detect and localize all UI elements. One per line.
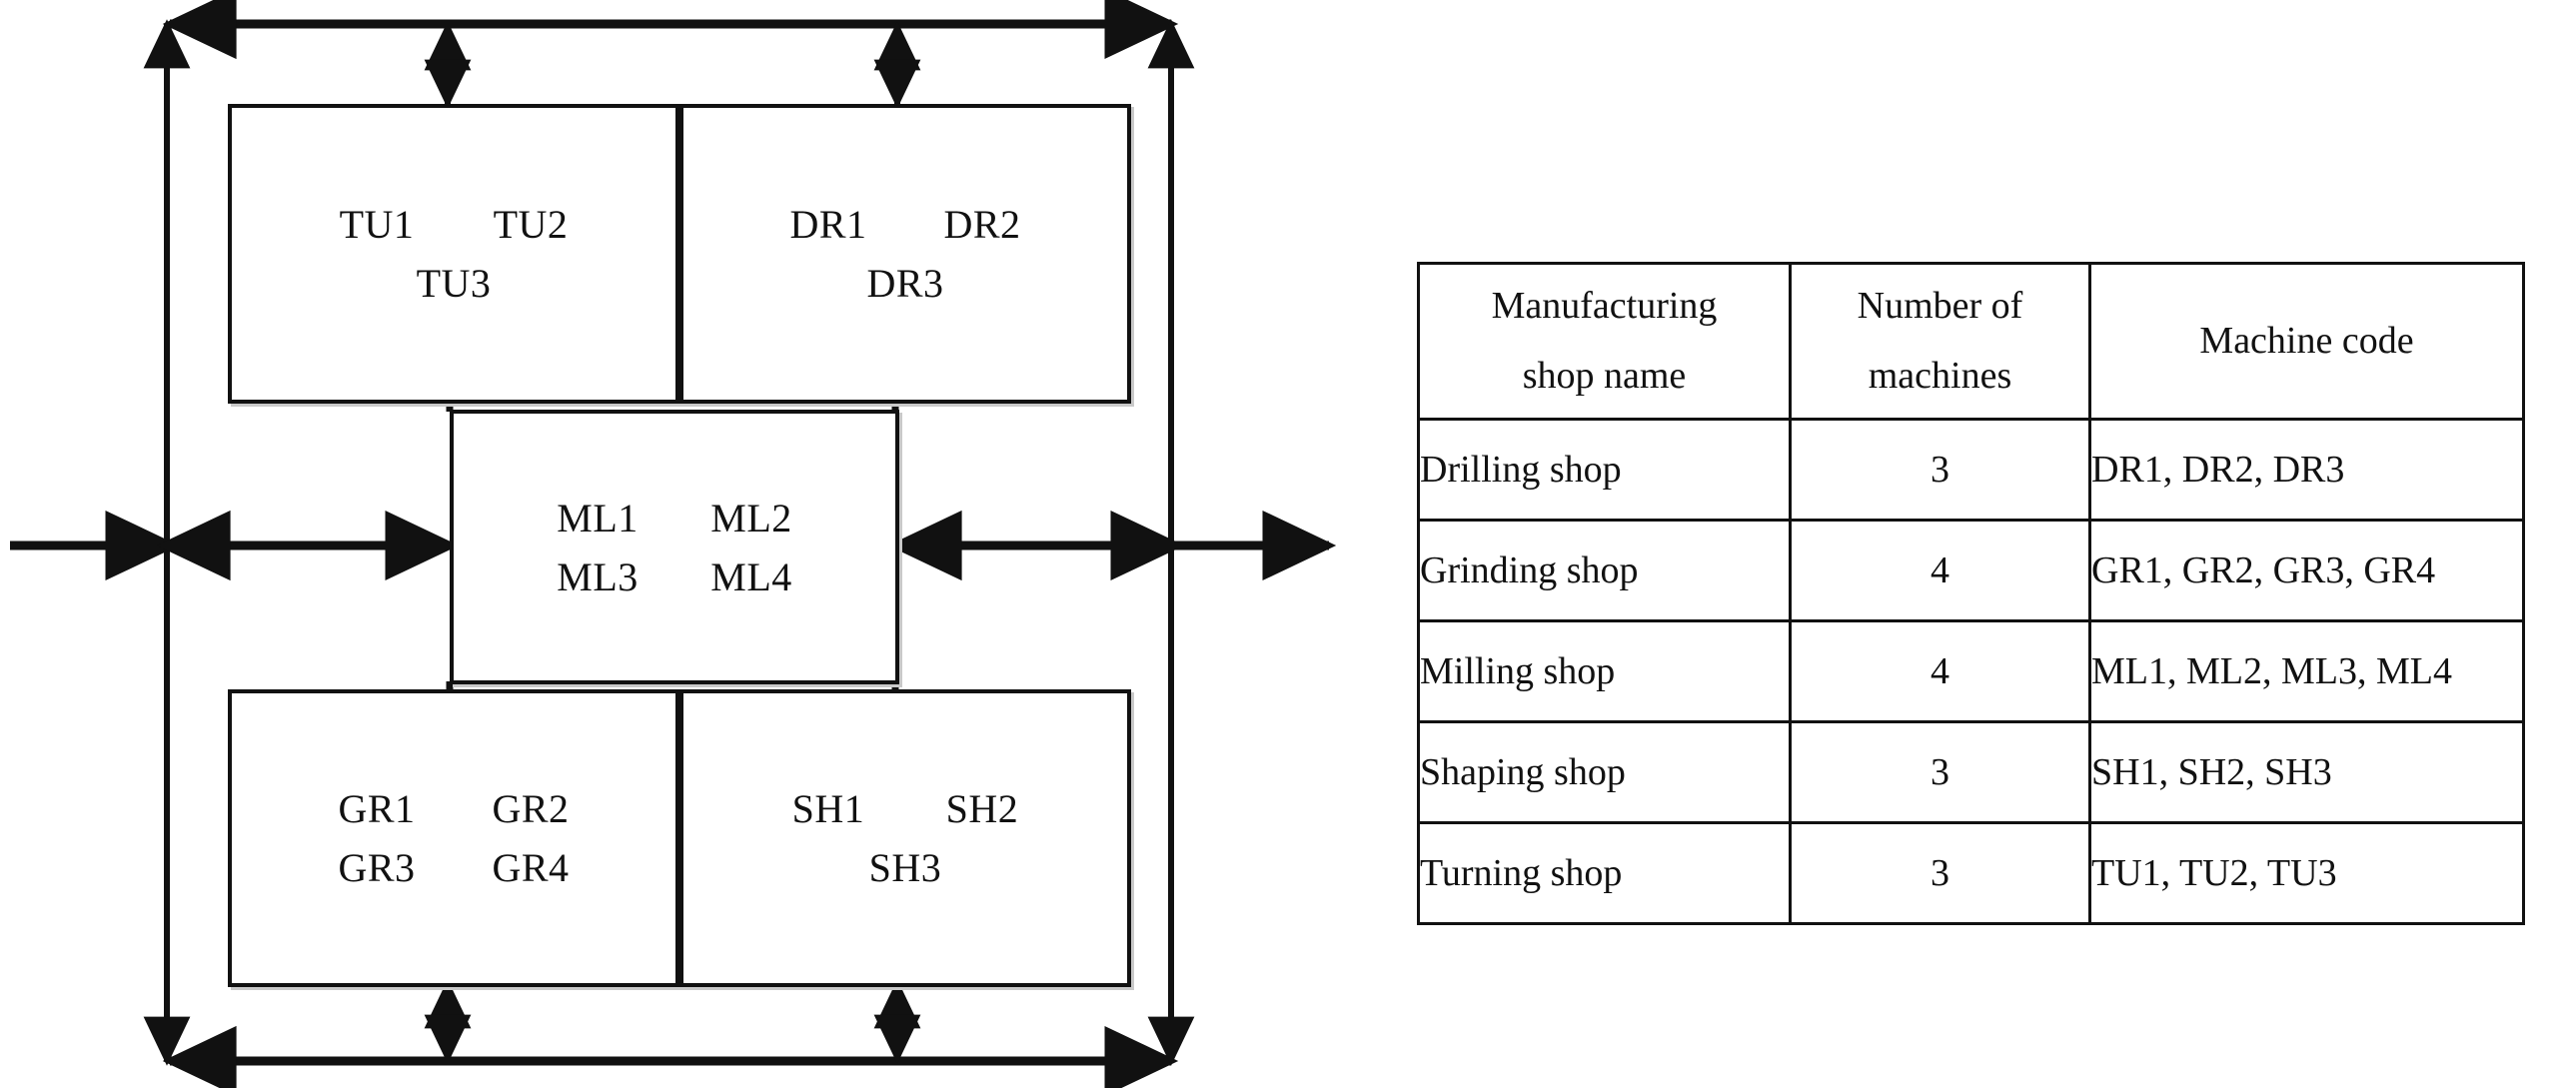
- turning-shop-box[interactable]: TU1 TU2 TU3: [228, 104, 679, 404]
- machine-row: SH1 SH2: [780, 785, 1030, 832]
- machine-label: ML3: [557, 553, 639, 599]
- machine-label: SH3: [868, 845, 942, 890]
- table-row: Drilling shop 3 DR1, DR2, DR3: [1417, 417, 2525, 522]
- machine-row: ML1 ML2: [550, 495, 799, 542]
- machine-row: DR1 DR2: [780, 201, 1030, 248]
- shaping-shop-box[interactable]: SH1 SH2 SH3: [679, 689, 1131, 987]
- machine-label: SH1: [791, 786, 865, 831]
- machine-label: ML1: [557, 495, 639, 541]
- cell-machine-count: 3: [1789, 820, 2091, 925]
- cell-shop-name: Turning shop: [1417, 820, 1792, 925]
- machine-row: GR1 GR2: [329, 785, 579, 832]
- table-row: Turning shop 3 TU1, TU2, TU3: [1417, 820, 2525, 925]
- machine-label: TU1: [339, 202, 415, 247]
- cell-machine-codes: TU1, TU2, TU3: [2088, 820, 2525, 925]
- cell-machine-count: 3: [1789, 719, 2091, 824]
- grinding-machine-grid: GR1 GR2 GR3 GR4: [232, 693, 675, 983]
- machine-row: GR3 GR4: [329, 844, 579, 891]
- column-header-number-of-machines: Number of machines: [1789, 262, 2091, 421]
- column-header-machine-code: Machine code: [2088, 262, 2525, 421]
- machine-summary-table-panel: Manufacturing shop name Number of machin…: [1417, 262, 2525, 925]
- machine-row: SH3: [857, 844, 953, 891]
- cell-shop-name: Shaping shop: [1417, 719, 1792, 824]
- cell-machine-codes: ML1, ML2, ML3, ML4: [2088, 618, 2525, 723]
- table-row: Grinding shop 4 GR1, GR2, GR3, GR4: [1417, 518, 2525, 622]
- cell-machine-count: 3: [1789, 417, 2091, 522]
- machine-label: DR1: [789, 202, 867, 247]
- table-row: Shaping shop 3 SH1, SH2, SH3: [1417, 719, 2525, 824]
- machine-label: DR3: [866, 261, 944, 306]
- cell-machine-codes: SH1, SH2, SH3: [2088, 719, 2525, 824]
- shaping-machine-grid: SH1 SH2 SH3: [683, 693, 1127, 983]
- machine-label: DR2: [943, 202, 1021, 247]
- machine-label: GR2: [492, 786, 570, 831]
- shop-layout-diagram: TU1 TU2 TU3 DR1 DR2 DR3: [10, 0, 1337, 1088]
- table-header-row: Manufacturing shop name Number of machin…: [1417, 262, 2525, 421]
- machine-label: TU2: [493, 202, 569, 247]
- milling-shop-box[interactable]: ML1 ML2 ML3 ML4: [450, 410, 899, 684]
- machine-label: GR4: [492, 845, 570, 890]
- cell-machine-count: 4: [1789, 618, 2091, 723]
- machine-label: SH2: [945, 786, 1019, 831]
- drilling-shop-box[interactable]: DR1 DR2 DR3: [679, 104, 1131, 404]
- column-header-shop-name: Manufacturing shop name: [1417, 262, 1792, 421]
- machine-summary-table: Manufacturing shop name Number of machin…: [1417, 262, 2525, 925]
- machine-row: TU1 TU2: [329, 201, 579, 248]
- diagram-connector-lines: [10, 0, 1337, 1088]
- cell-shop-name: Milling shop: [1417, 618, 1792, 723]
- drilling-machine-grid: DR1 DR2 DR3: [683, 108, 1127, 400]
- table-row: Milling shop 4 ML1, ML2, ML3, ML4: [1417, 618, 2525, 723]
- cell-shop-name: Grinding shop: [1417, 518, 1792, 622]
- machine-row: ML3 ML4: [550, 553, 799, 600]
- grinding-shop-box[interactable]: GR1 GR2 GR3 GR4: [228, 689, 679, 987]
- machine-label: ML2: [710, 495, 792, 541]
- machine-label: GR3: [338, 845, 416, 890]
- milling-machine-grid: ML1 ML2 ML3 ML4: [454, 414, 895, 680]
- cell-shop-name: Drilling shop: [1417, 417, 1792, 522]
- cell-machine-codes: DR1, DR2, DR3: [2088, 417, 2525, 522]
- machine-label: GR1: [338, 786, 416, 831]
- cell-machine-codes: GR1, GR2, GR3, GR4: [2088, 518, 2525, 622]
- cell-machine-count: 4: [1789, 518, 2091, 622]
- machine-row: TU3: [406, 260, 502, 307]
- machine-row: DR3: [857, 260, 953, 307]
- machine-label: TU3: [416, 261, 492, 306]
- turning-machine-grid: TU1 TU2 TU3: [232, 108, 675, 400]
- machine-label: ML4: [710, 553, 792, 599]
